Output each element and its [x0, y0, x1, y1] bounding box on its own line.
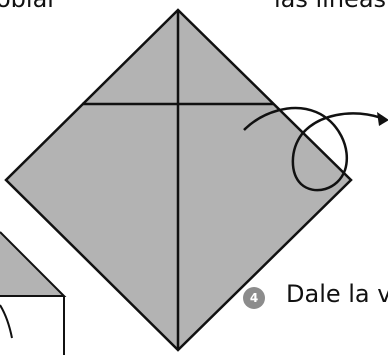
instruction-text-right: las líneas [274, 0, 386, 13]
previous-shape-arrow-hint [0, 304, 13, 339]
instruction-text-left: oblar [0, 0, 57, 13]
previous-step-shape [0, 231, 67, 355]
step-indicator: 4 Dale la v [243, 280, 388, 309]
folded-square [4, 8, 353, 352]
flip-arrow-curve [243, 106, 383, 192]
step-number: 4 [250, 291, 258, 305]
step-number-badge [243, 287, 265, 309]
flip-arrow-head-icon [377, 112, 388, 126]
flip-arrow [243, 106, 388, 192]
step-instruction-text: Dale la v [286, 280, 388, 308]
